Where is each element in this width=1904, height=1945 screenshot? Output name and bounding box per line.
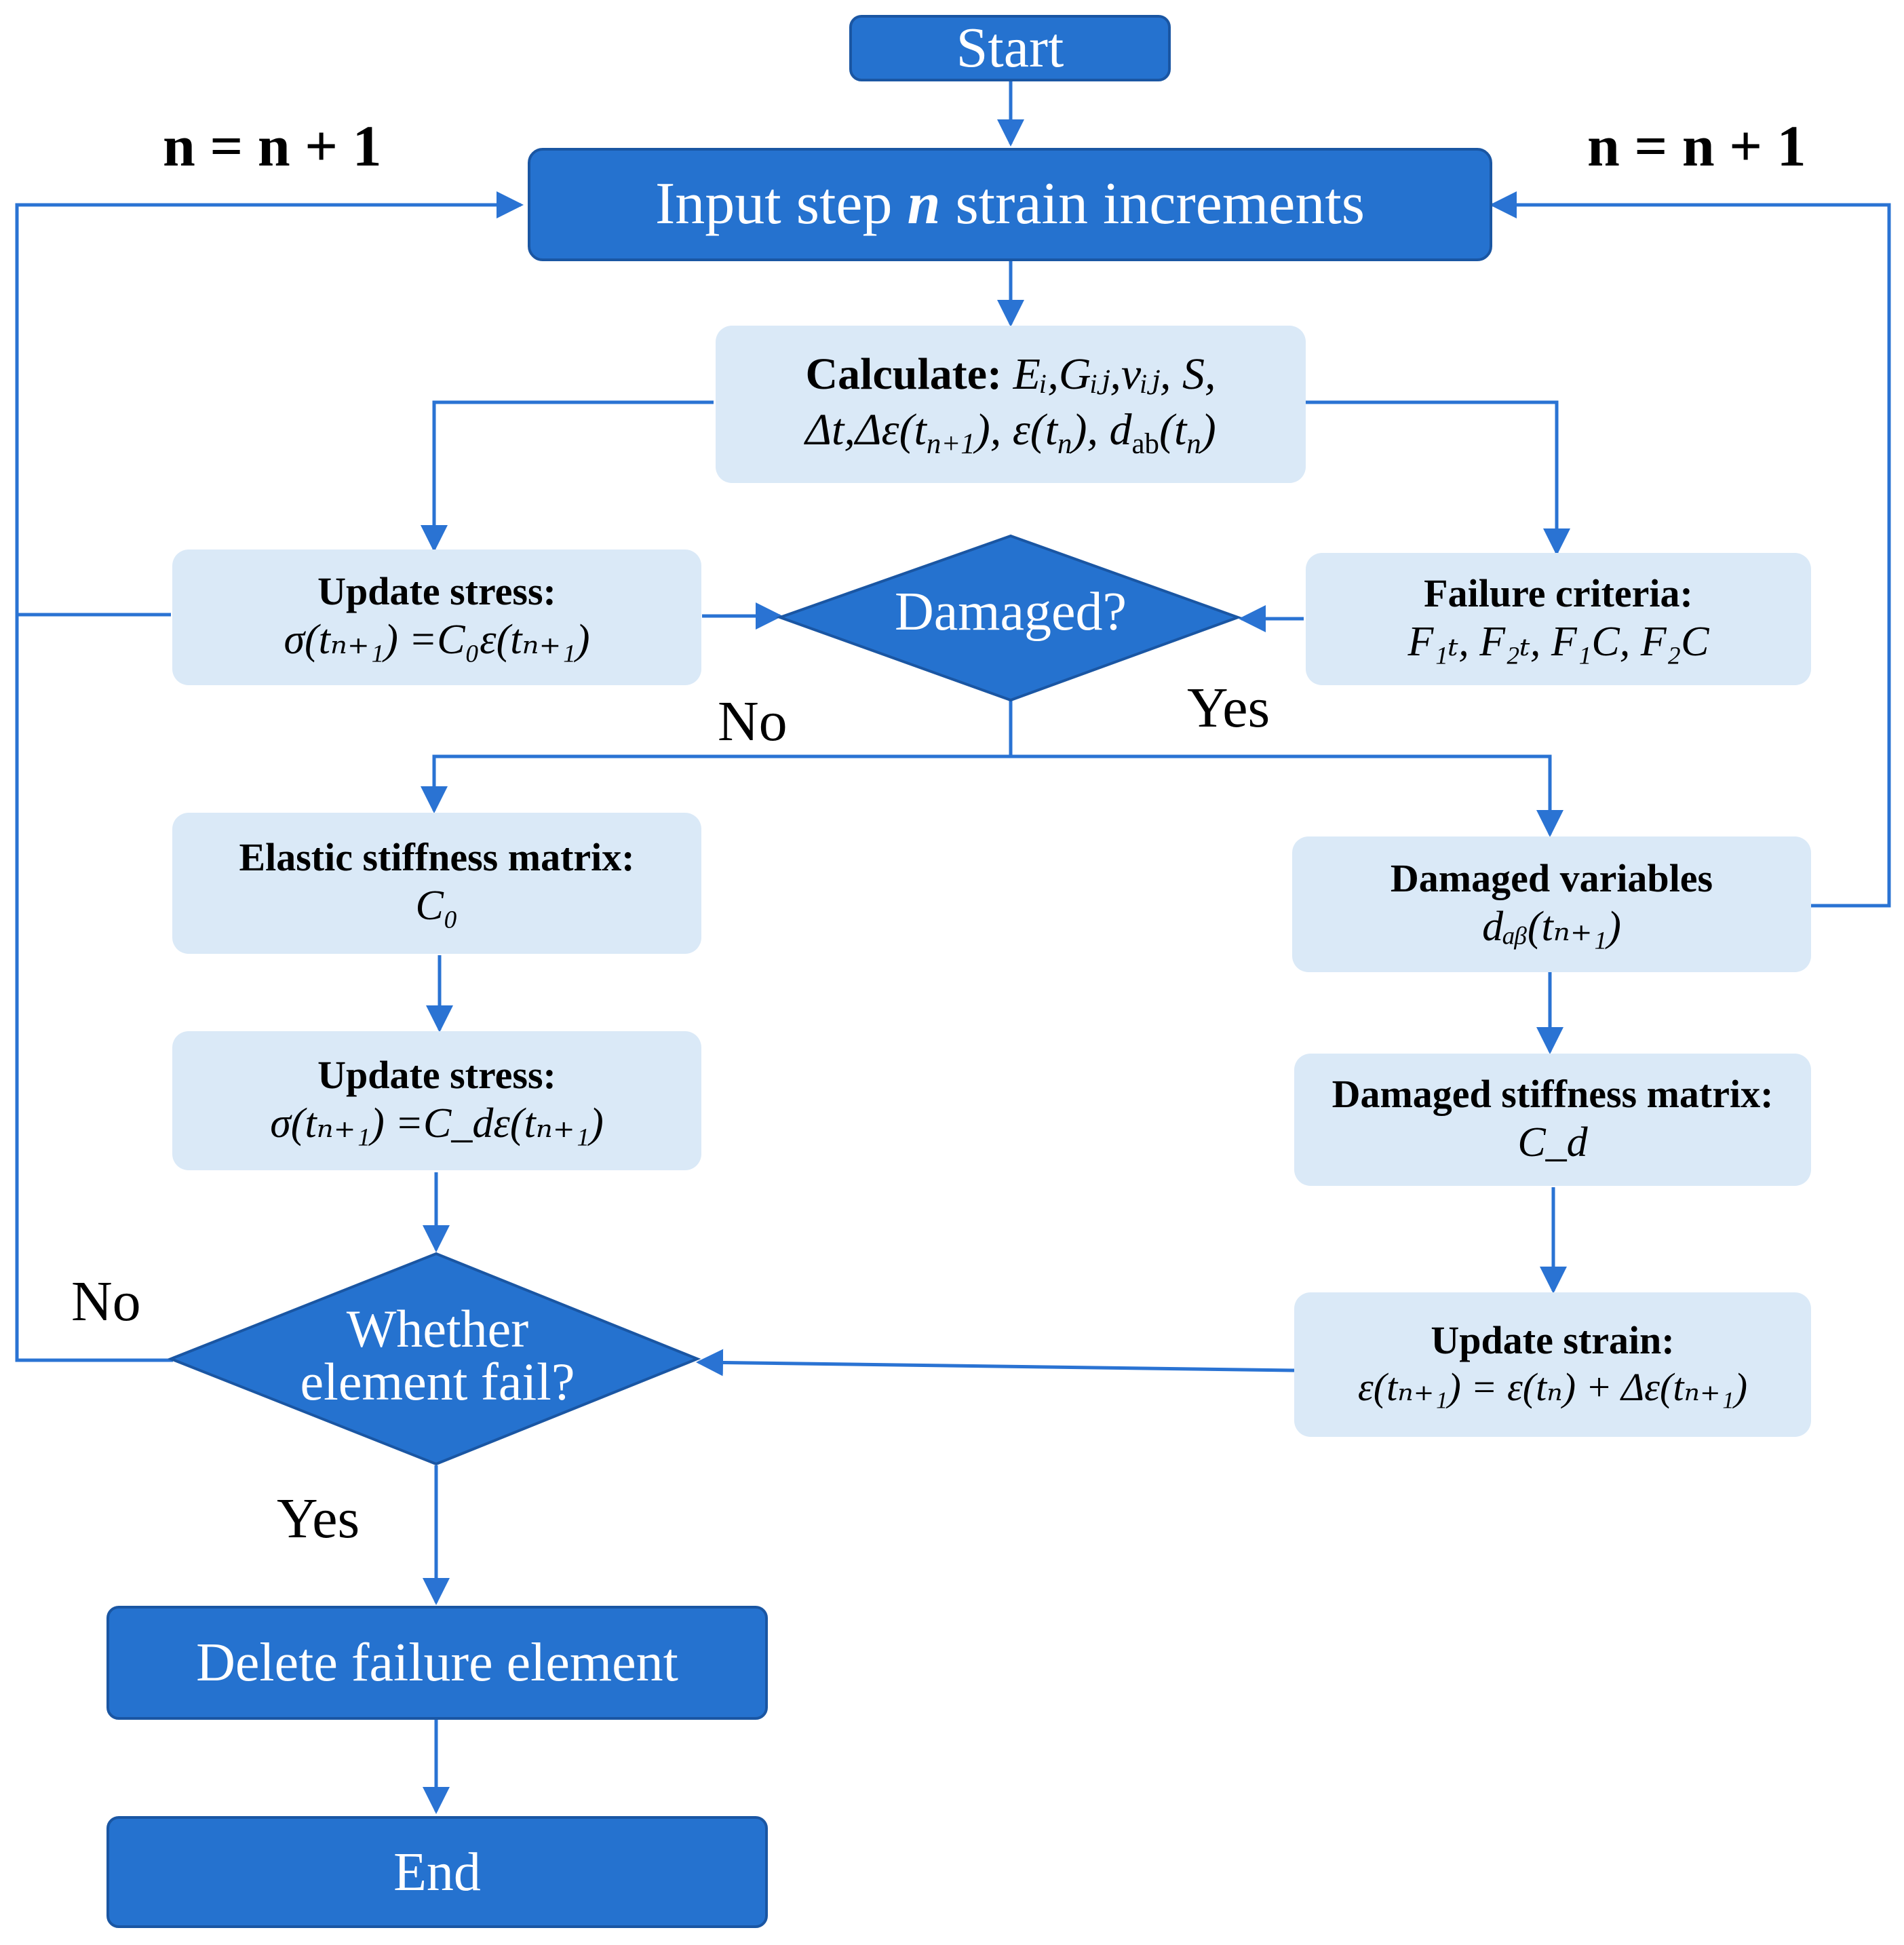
calc-part-a: Δt,Δε(t xyxy=(805,405,927,455)
damaged-stiffness-title: Damaged stiffness matrix: xyxy=(1332,1071,1774,1116)
damaged-decision-label: Damaged? xyxy=(894,582,1127,642)
whether-fail-decision-label: Whether element fail? xyxy=(224,1303,651,1408)
failure-criteria-node: Failure criteria: F₁ₜ, F₂ₜ, F₁C, F₂C xyxy=(1306,553,1811,685)
edge-yes-damaged-vars xyxy=(1011,754,1563,837)
calc-part-c: ), ε(t xyxy=(975,405,1058,455)
whether-fail-decision-shape xyxy=(167,1252,701,1466)
elastic-stiffness-node: Elastic stiffness matrix: C₀ xyxy=(172,813,701,954)
end-label: End xyxy=(393,1842,481,1902)
update-stress-2-title: Update stress: xyxy=(317,1052,556,1097)
whether-fail-line-1: Whether xyxy=(346,1299,529,1358)
damaged-stiffness-formula: C_d xyxy=(1517,1119,1588,1166)
update-strain-node: Update strain: ε(tₙ₊₁) = ε(tₙ) + Δε(tₙ₊₁… xyxy=(1294,1292,1811,1437)
delete-failure-element-node: Delete failure element xyxy=(106,1606,768,1720)
failure-criteria-title: Failure criteria: xyxy=(1424,571,1693,615)
elastic-stiffness-title: Elastic stiffness matrix: xyxy=(239,835,635,880)
elastic-stiffness-formula: C₀ xyxy=(415,883,459,929)
yes-damage-label: Yes xyxy=(1187,676,1270,739)
calculate-line-2: Δt,Δε(tn+1), ε(tn), dab(tn) xyxy=(805,402,1216,462)
damaged-stiffness-node: Damaged stiffness matrix: C_d xyxy=(1294,1054,1811,1186)
damaged-variables-node: Damaged variables dₐᵦ(tₙ₊₁) xyxy=(1292,836,1811,972)
edge-calculate-update-stress xyxy=(421,400,714,552)
calc-part-g: (t xyxy=(1159,405,1187,455)
edge-no-elastic xyxy=(421,754,1011,813)
damaged-decision-shape xyxy=(776,534,1242,702)
input-step-label: Input step n strain increments xyxy=(655,173,1365,235)
start-node: Start xyxy=(849,15,1171,81)
calc-part-f: ab xyxy=(1131,427,1159,460)
update-stress-1-formula: σ(tₙ₊₁) =C₀ε(tₙ₊₁) xyxy=(284,617,590,663)
calculate-line-1: Calculate: Eᵢ,Gᵢⱼ,vᵢⱼ, S, xyxy=(805,347,1216,403)
update-strain-formula: ε(tₙ₊₁) = ε(tₙ) + Δε(tₙ₊₁) xyxy=(1357,1365,1748,1410)
calculate-node: Calculate: Eᵢ,Gᵢⱼ,vᵢⱼ, S, Δt,Δε(tn+1), ε… xyxy=(716,326,1306,483)
damaged-variables-title: Damaged variables xyxy=(1390,856,1713,901)
failure-criteria-formula: F₁ₜ, F₂ₜ, F₁C, F₂C xyxy=(1407,618,1709,665)
whether-fail-line-2: element fail? xyxy=(300,1352,575,1411)
calc-part-h: n xyxy=(1186,427,1201,460)
end-node: End xyxy=(106,1816,768,1928)
update-stress-1-node: Update stress: σ(tₙ₊₁) =C₀ε(tₙ₊₁) xyxy=(172,550,701,685)
update-stress-1-title: Update stress: xyxy=(317,569,556,614)
yes-fail-label: Yes xyxy=(277,1487,360,1550)
update-strain-title: Update strain: xyxy=(1431,1318,1675,1363)
edge-loop-left xyxy=(15,191,524,1362)
calculate-vars: Eᵢ,Gᵢⱼ,vᵢⱼ, S, xyxy=(1002,349,1216,399)
loop-right-label: n = n + 1 xyxy=(1587,113,1806,178)
calc-part-d: n xyxy=(1057,427,1072,460)
no-fail-label: No xyxy=(71,1270,141,1333)
input-step-prefix: Input step xyxy=(655,171,908,237)
update-stress-2-formula: σ(tₙ₊₁) =C_dε(tₙ₊₁) xyxy=(270,1100,604,1147)
no-damage-label: No xyxy=(718,690,788,753)
calculate-label: Calculate: xyxy=(805,349,1003,399)
damaged-variables-formula: dₐᵦ(tₙ₊₁) xyxy=(1482,904,1621,950)
delete-failure-element-label: Delete failure element xyxy=(196,1633,678,1693)
edge-calculate-failure xyxy=(1306,400,1570,556)
edge-loop-right xyxy=(1490,191,1891,908)
start-label: Start xyxy=(956,16,1064,79)
calc-part-e: ), d xyxy=(1072,405,1132,455)
edge-strain-whether xyxy=(696,1349,1295,1376)
calc-part-b: n+1 xyxy=(926,427,975,460)
calc-part-i: ) xyxy=(1201,405,1216,455)
input-step-var: n xyxy=(907,171,941,237)
input-step-node: Input step n strain increments xyxy=(528,148,1492,261)
update-stress-2-node: Update stress: σ(tₙ₊₁) =C_dε(tₙ₊₁) xyxy=(172,1031,701,1170)
loop-left-label: n = n + 1 xyxy=(163,113,382,178)
input-step-suffix: strain increments xyxy=(940,171,1365,237)
